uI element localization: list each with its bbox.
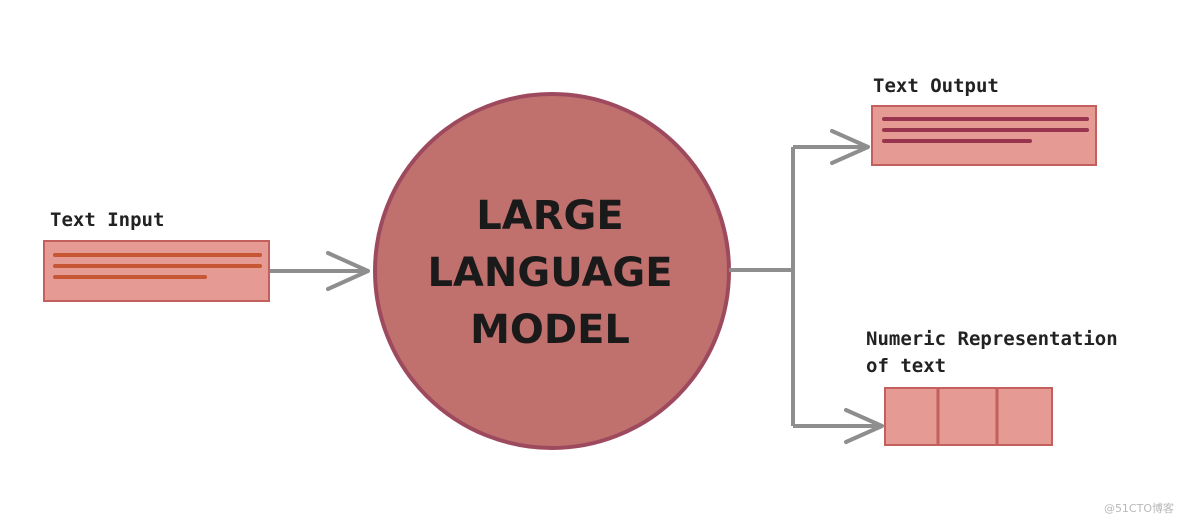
text-input-label: Text Input [50, 209, 164, 231]
text-input-box [43, 240, 270, 302]
llm-title-line-3: MODEL [470, 307, 630, 353]
output-arrow [793, 129, 870, 165]
numeric-label-line-1: Numeric Representation [866, 328, 1118, 350]
llm-title-line-2: LANGUAGE [427, 250, 672, 296]
numeric-arrow [793, 408, 884, 444]
watermark: @51CTO博客 [1103, 502, 1174, 515]
text-output-box [871, 105, 1097, 166]
numeric-label-line-2: of text [866, 355, 946, 377]
numeric-vector-box [884, 387, 1053, 446]
input-arrow [270, 251, 370, 291]
text-output-label: Text Output [873, 75, 999, 97]
llm-title-line-1: LARGE [476, 193, 623, 239]
output-connector [729, 147, 795, 426]
llm-node: LARGE LANGUAGE MODEL [373, 92, 731, 450]
